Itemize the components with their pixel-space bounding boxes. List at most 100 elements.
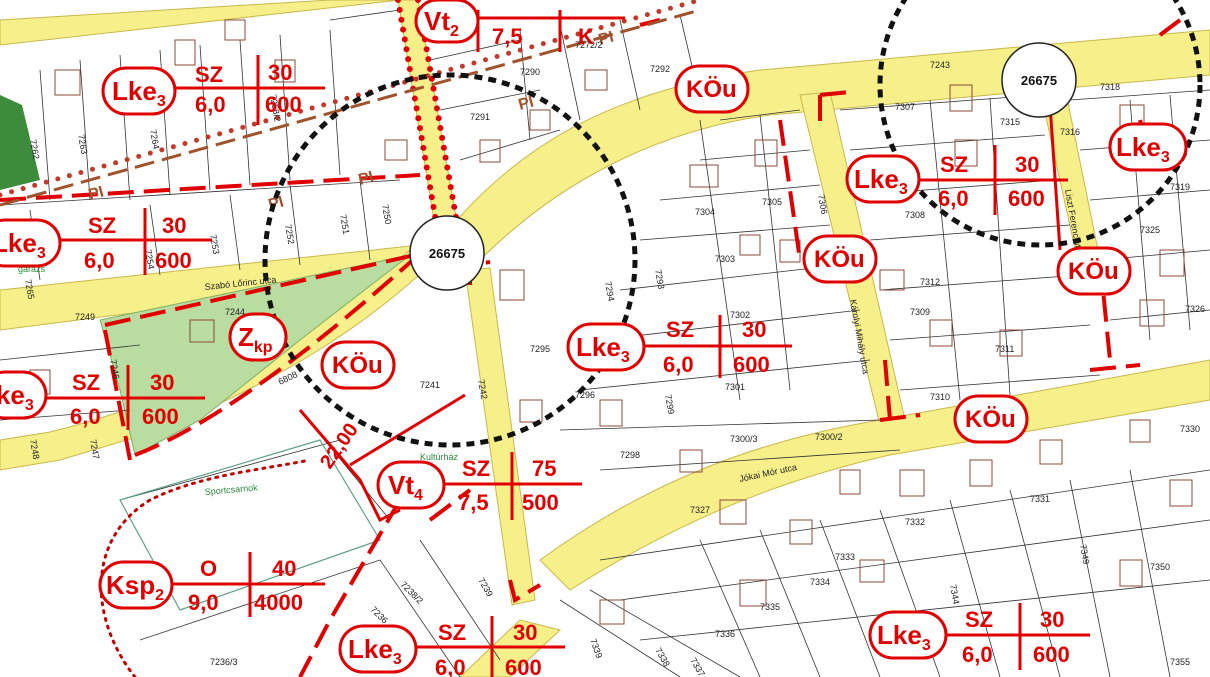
- matrix-tl: SZ: [666, 317, 694, 342]
- zone-label-zkp: Zkp: [228, 312, 288, 362]
- matrix-br: 600: [155, 248, 192, 273]
- parcel-number: 7295: [530, 344, 550, 354]
- zone-code: Z: [238, 322, 254, 352]
- matrix-bl: 6,0: [435, 655, 466, 677]
- parcel-number: 7339: [588, 637, 604, 659]
- zone-code: KÖu: [686, 76, 737, 103]
- parcel-number: 7316: [1060, 127, 1080, 137]
- parcel-number: 7303: [715, 254, 735, 264]
- zone-label-lke-a: Lke3 SZ 30 6,0 600: [101, 55, 325, 125]
- matrix-br: 4000: [254, 590, 303, 615]
- parcel-number: 7337: [688, 656, 707, 677]
- svg-text:Lke3: Lke3: [112, 76, 166, 110]
- parcel-number: 7301: [725, 382, 745, 392]
- parcel-number: 7239: [476, 576, 495, 598]
- matrix-tl: SZ: [88, 213, 116, 238]
- matrix-bl: 6,0: [962, 642, 993, 667]
- parcel-number: 7236/3: [210, 657, 238, 667]
- zone-label-kou-3: KÖu: [802, 234, 878, 284]
- parcel-number: 7308: [905, 210, 925, 220]
- zone-code: KÖu: [332, 352, 383, 379]
- matrix-br: 600: [1033, 642, 1070, 667]
- matrix-tl: SZ: [965, 607, 993, 632]
- parcel-number: 7291: [470, 112, 490, 122]
- svg-text:Zkp: Zkp: [238, 322, 273, 356]
- parcel-number: 7265: [23, 279, 36, 300]
- matrix-br: 600: [265, 92, 302, 117]
- zone-label-lke-b: Lke3 SZ 30 6,0 600: [0, 208, 212, 275]
- parcel-number: 7299: [663, 394, 676, 415]
- ksp-dotted-boundary: [99, 458, 312, 677]
- parcel-number: 7302: [730, 310, 750, 320]
- parcel-number: 7305: [762, 197, 782, 207]
- matrix-tl: SZ: [940, 152, 968, 177]
- road-top-left: [0, 0, 401, 46]
- reference-number: 26675: [1021, 73, 1057, 88]
- zone-subscript: 3: [37, 245, 46, 262]
- matrix-bl: 6,0: [195, 92, 226, 117]
- matrix-br: 600: [505, 655, 542, 677]
- zone-label-vt4: Vt4 SZ 75 7,5 500: [376, 452, 582, 520]
- matrix-tr: 30: [1040, 607, 1064, 632]
- matrix-bl: 6,0: [938, 186, 969, 211]
- parcel-number: 7318: [1100, 82, 1120, 92]
- parcel-number: 7290: [520, 67, 540, 77]
- parcel-number: 7241: [420, 380, 440, 390]
- parcel-number: 7258/2: [268, 94, 283, 123]
- svg-text:Lke3: Lke3: [0, 228, 46, 262]
- matrix-bl: 9,0: [188, 590, 219, 615]
- zone-label-lke-e: Lke3 SZ 30 6,0 600: [845, 145, 1068, 215]
- parcel-number: 7246: [108, 359, 121, 380]
- zone-code: Lke: [854, 164, 899, 194]
- svg-text:Vt4: Vt4: [388, 470, 423, 504]
- matrix-bl: 6,0: [663, 352, 694, 377]
- matrix-br: 600: [733, 352, 770, 377]
- matrix-br: 600: [1008, 186, 1045, 211]
- zone-code: Lke: [112, 76, 157, 106]
- reference-marker-right: 26675: [1001, 42, 1077, 118]
- matrix-tr: 75: [532, 456, 556, 481]
- zone-code: KÖu: [814, 246, 865, 273]
- matrix-tr: 30: [742, 317, 766, 342]
- parcel-number: 7244: [225, 307, 245, 317]
- zone-code: KÖu: [965, 406, 1016, 433]
- reference-marker-left: 26675: [409, 215, 485, 291]
- parcel-number: 7304: [695, 207, 715, 217]
- zone-code: Lke: [576, 332, 621, 362]
- pipe-label-4: PI: [597, 29, 616, 49]
- reference-number: 26675: [429, 246, 465, 261]
- matrix-br: K: [578, 24, 594, 49]
- parcel-number: 7319: [1170, 182, 1190, 192]
- parcel-number: 7247: [88, 439, 101, 460]
- parcel-number: 7334: [810, 577, 830, 587]
- parcel-number: 7336: [715, 629, 735, 639]
- matrix-tl: O: [200, 556, 217, 581]
- parcel-number: 7263: [76, 134, 89, 155]
- plot-boundary-solid: [298, 104, 1062, 523]
- zone-label-lke-d: Lke3 SZ 30 6,0 600: [566, 315, 792, 378]
- svg-text:Ksp2: Ksp2: [106, 570, 164, 604]
- place-kulturhaz: Kultúrház: [420, 452, 459, 462]
- svg-text:Lke3: Lke3: [576, 332, 630, 366]
- zone-subscript: 2: [450, 23, 459, 40]
- zone-subscript: 4: [414, 487, 423, 504]
- matrix-tl: SZ: [438, 620, 466, 645]
- matrix-tl: SZ: [72, 370, 100, 395]
- matrix-bl: 6,0: [70, 404, 101, 429]
- zone-code: KÖu: [1068, 258, 1119, 285]
- parcel-number: 7300/3: [730, 434, 758, 444]
- zone-code: Lke: [877, 620, 922, 650]
- parcel-number: 7326: [1185, 304, 1205, 314]
- parcel-number: 7294: [603, 281, 616, 302]
- parcel-number: 7293: [653, 269, 666, 290]
- parcel-number: 7249: [75, 312, 95, 322]
- parcel-number: 7253: [208, 234, 221, 255]
- parcel-number: 7236: [369, 604, 390, 625]
- parcel-number: 7251: [338, 214, 351, 235]
- zone-label-lke-f: Lke3 SZ 30 6,0 600: [338, 616, 565, 677]
- svg-text:Lke3: Lke3: [0, 380, 34, 414]
- parcel-number: 7262: [28, 139, 41, 160]
- zone-subscript: 2: [155, 587, 164, 604]
- parcel-number: 7350: [1150, 562, 1170, 572]
